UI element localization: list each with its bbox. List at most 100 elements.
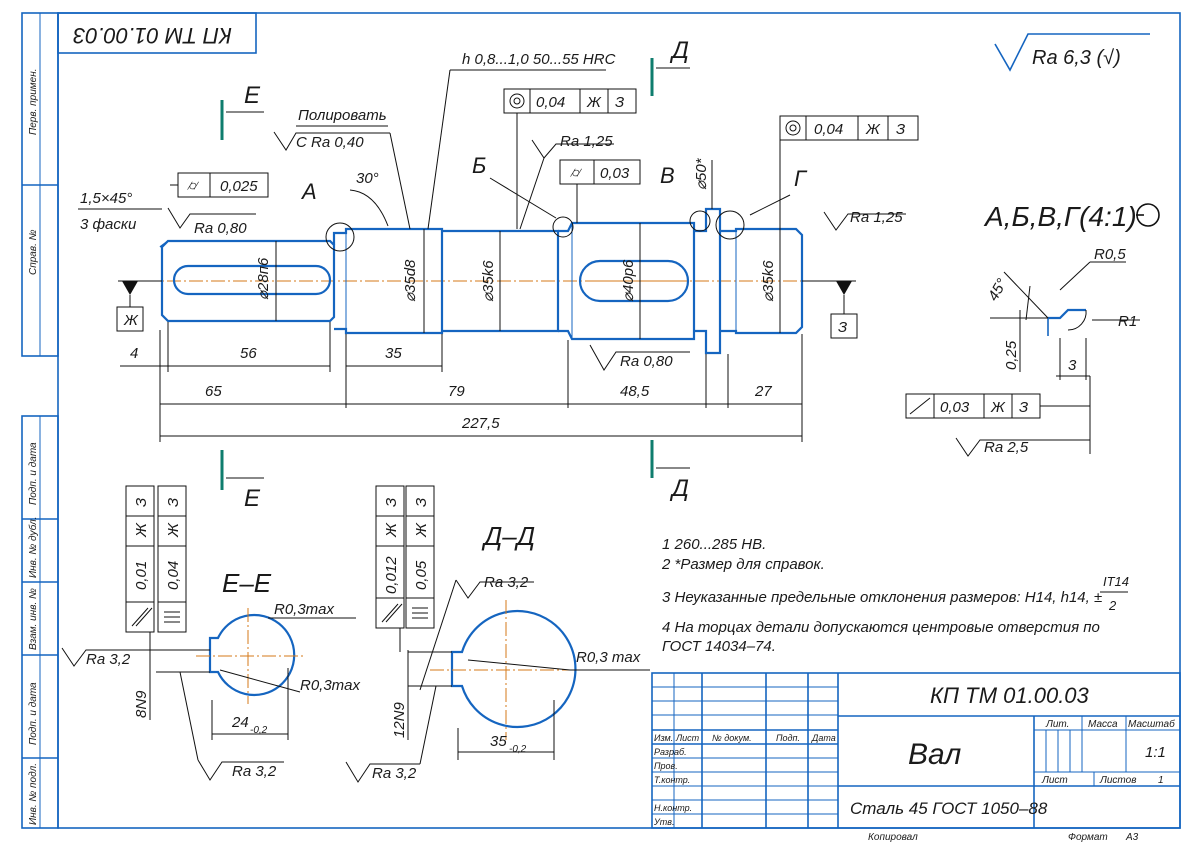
ee-frame-value-1: 0,01 xyxy=(133,561,150,590)
tb-razrab: Разраб. xyxy=(654,747,687,757)
ee-ra-bottom: Ra 3,2 xyxy=(232,763,277,780)
svg-text:Ж: Ж xyxy=(586,94,602,111)
tb-format-val: А3 xyxy=(1125,832,1139,843)
tb-list: Лист xyxy=(1041,775,1068,786)
detail-025: 0,25 xyxy=(1003,340,1020,370)
chamfer-text: 1,5×45° xyxy=(80,190,132,207)
svg-text:З: З xyxy=(413,498,430,507)
detail-circle-b xyxy=(552,216,574,238)
ra-125-right: Ra 1,25 xyxy=(850,209,903,226)
shaft-step-d40 xyxy=(558,221,696,341)
keyway-left xyxy=(172,264,332,296)
dd-slot: 12N9 xyxy=(391,701,408,738)
detail-title: А,Б,В,Г(4:1) xyxy=(983,201,1137,232)
ra-25: Ra 2,5 xyxy=(984,439,1029,456)
note-3: 3 Неуказанные предельные отклонения разм… xyxy=(662,589,1102,606)
dd-frame-value-1: 0,012 xyxy=(383,556,400,594)
note-4: 4 На торцах детали допускаются центровые… xyxy=(662,619,1100,636)
svg-text:З: З xyxy=(165,498,182,507)
sheet-frame xyxy=(21,12,1181,829)
title-block: КП ТМ 01.00.03 Вал Сталь 45 ГОСТ 1050–88… xyxy=(651,672,1181,843)
datums: Ж З xyxy=(116,280,858,339)
tb-col-list: Лист xyxy=(675,733,700,743)
dim-65: 65 xyxy=(205,383,222,400)
dim-35: 35 xyxy=(385,345,402,362)
polish-ra: С Ra 0,40 xyxy=(296,134,364,151)
cut-e-bottom: Е xyxy=(244,485,261,512)
ee-slot: 8N9 xyxy=(133,690,150,718)
datum-right-label: З xyxy=(838,319,847,336)
chamfer-count-text: 3 фаски xyxy=(80,216,137,233)
runout-detail-value: 0,03 xyxy=(940,399,970,416)
tb-col-podp: Подп. xyxy=(776,733,800,743)
ee-frame-value-2: 0,04 xyxy=(165,561,182,590)
tb-utv: Утв. xyxy=(653,817,674,827)
general-roughness-text: Ra 6,3 (√) xyxy=(1032,47,1121,69)
svg-text:⌭: ⌭ xyxy=(187,177,199,193)
dim-56: 56 xyxy=(240,345,257,362)
ee-width-tol: -0,2 xyxy=(250,725,268,736)
ee-ra-left: Ra 3,2 xyxy=(86,651,131,668)
shaft-step-d28 xyxy=(160,239,336,323)
tb-name: Вал xyxy=(908,738,961,771)
svg-text:Ж: Ж xyxy=(990,399,1006,416)
dim-d35b: ⌀35k6 xyxy=(480,260,497,302)
svg-text:З: З xyxy=(383,498,400,507)
side-label-podp2: Подп. и дата xyxy=(28,682,39,745)
dim-d35a: ⌀35d8 xyxy=(402,259,419,302)
note-1: 1 260...285 НВ. xyxy=(662,536,766,553)
coax-mid-value: 0,04 xyxy=(536,94,565,111)
dim-4: 4 xyxy=(130,345,138,362)
ra-080-bottom: Ra 0,80 xyxy=(620,353,673,370)
side-label-perv: Перв. примен. xyxy=(28,69,39,135)
side-label-sprav: Справ. № xyxy=(28,229,39,275)
side-label-inv-podl: Инв. № подл. xyxy=(28,763,39,825)
dim-79: 79 xyxy=(448,383,465,400)
tb-material: Сталь 45 ГОСТ 1050–88 xyxy=(850,799,1048,818)
section-ee-shape xyxy=(208,613,296,697)
note-3-den: 2 xyxy=(1108,598,1117,613)
side-label-podp1: Подп. и дата xyxy=(28,442,39,505)
top-annotations: 1,5×45° 3 фаски ⌭ 0,025 Ra 0,80 А 30° По… xyxy=(78,51,919,371)
side-label-vzam: Взам. инв. № xyxy=(28,588,39,650)
note-3-num: IT14 xyxy=(1103,574,1129,589)
ee-r1: R0,3max xyxy=(274,601,335,618)
svg-text:З: З xyxy=(896,121,905,138)
tb-nkontr: Н.контр. xyxy=(654,803,692,813)
section-ee-title: Е–Е xyxy=(222,568,272,598)
section-v-label: В xyxy=(660,163,675,188)
runout-mid-value: 0,03 xyxy=(600,165,630,182)
tb-masshtab: Масштаб xyxy=(1128,718,1175,730)
diameter-dims: ⌀28п6 ⌀35d8 ⌀35k6 ⌀40р6 ⌀50* ⌀35k6 xyxy=(255,157,781,339)
cut-d-bottom: Д xyxy=(669,475,689,502)
dd-ra-top: Ra 3,2 xyxy=(484,574,529,591)
title-stamp-text: КП ТМ 01.00.03 xyxy=(72,23,232,48)
tb-format: Формат xyxy=(1068,832,1108,843)
title-stamp-rotated: КП ТМ 01.00.03 xyxy=(57,12,257,54)
section-a-label: А xyxy=(300,179,317,204)
tb-prov: Пров. xyxy=(654,761,678,771)
tb-massa: Масса xyxy=(1088,719,1118,730)
dd-frame-value-2: 0,05 xyxy=(413,560,430,590)
cut-e-top: Е xyxy=(244,82,261,109)
detail-r1: R1 xyxy=(1118,313,1137,330)
svg-text:Ж: Ж xyxy=(165,522,182,538)
tb-listov: Листов xyxy=(1099,775,1136,786)
dim-d28: ⌀28п6 xyxy=(255,257,272,300)
angle-30: 30° xyxy=(356,170,379,187)
datum-left-label: Ж xyxy=(123,312,139,329)
dim-27: 27 xyxy=(754,383,772,400)
svg-text:З: З xyxy=(1019,399,1028,416)
runout-left-value: 0,025 xyxy=(220,178,258,195)
tb-designation: КП ТМ 01.00.03 xyxy=(930,683,1090,708)
detail-r05: R0,5 xyxy=(1094,246,1126,263)
detail-angle45: 45° xyxy=(985,276,1011,304)
svg-text:Ж: Ж xyxy=(413,522,430,538)
svg-text:Ж: Ж xyxy=(383,522,400,538)
tb-col-izm: Изм. xyxy=(654,733,673,743)
tb-col-data: Дата xyxy=(811,733,836,743)
tb-kopiroval: Копировал xyxy=(868,832,918,843)
tb-tkontr: Т.контр. xyxy=(654,775,690,785)
side-labels: Перв. примен. Справ. № Подп. и дата Инв.… xyxy=(27,69,39,825)
svg-text:⌭: ⌭ xyxy=(570,164,582,180)
